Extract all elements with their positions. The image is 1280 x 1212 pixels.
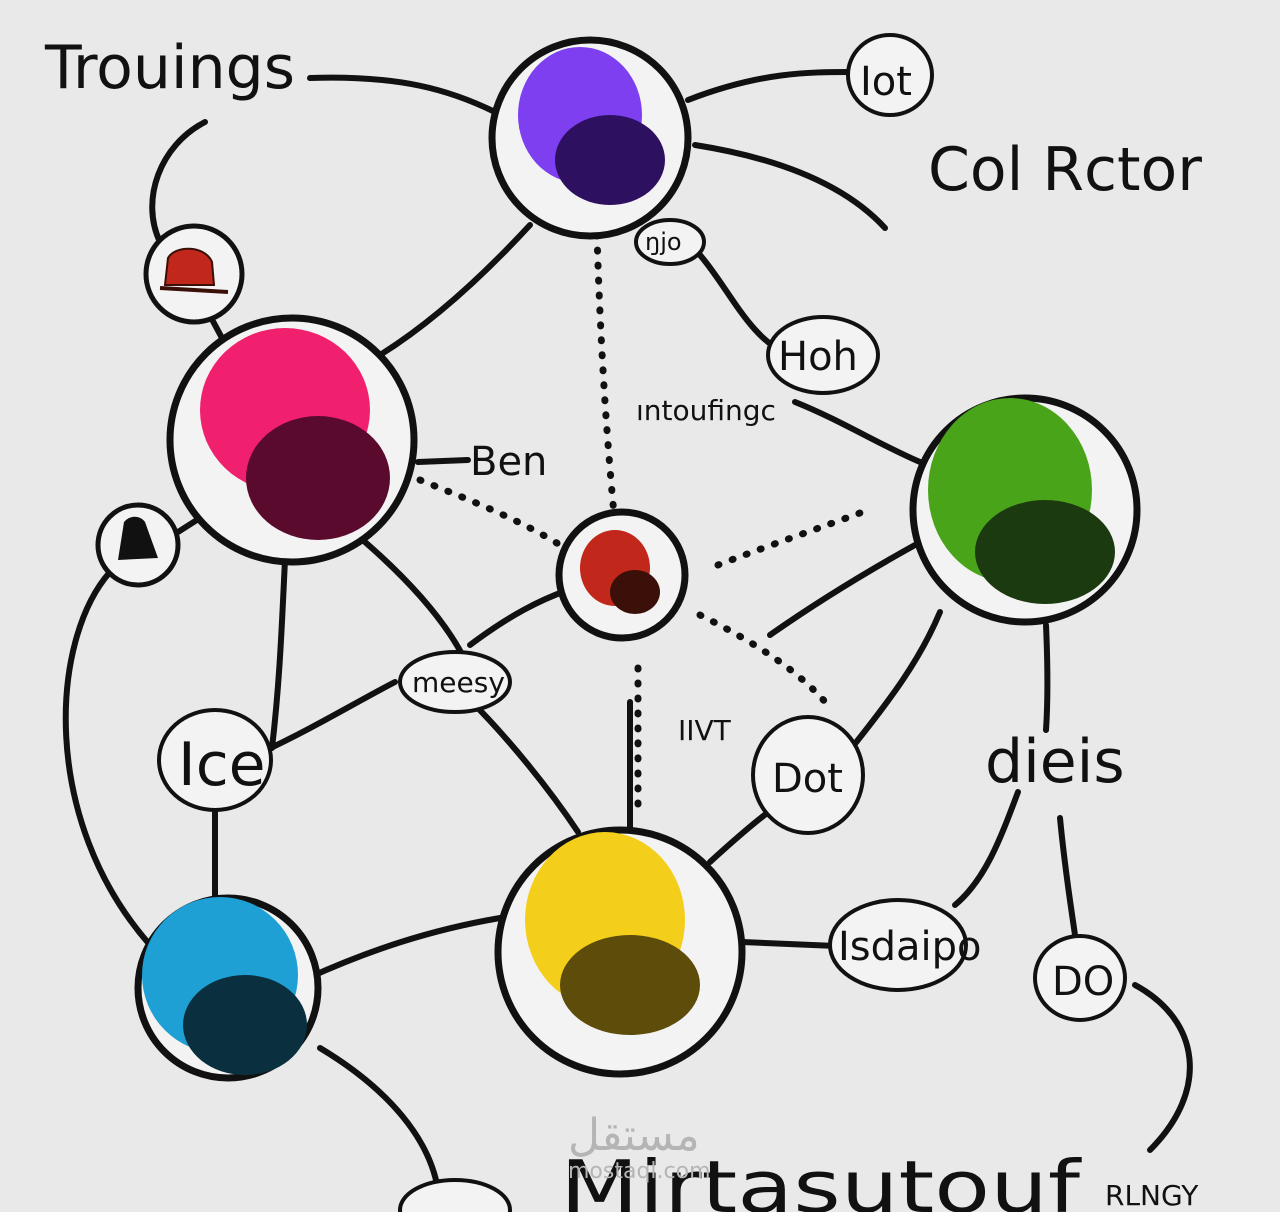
dotted-red-green [714,506,872,569]
edge-green-dieis [1043,622,1051,733]
edge-dieis-do [1057,815,1078,938]
edge-blue-yellow [305,915,503,981]
bubble-isdaipo [828,898,968,992]
label-ice: Ice [178,730,266,800]
label-bubbles [157,33,1127,1212]
edge-purple-right [692,142,888,231]
node-blue[interactable] [134,894,322,1082]
edge-purple-iot [685,69,853,103]
dotted-pink-red [416,476,564,549]
bubble-do-bottom [398,1178,512,1212]
label-intoufingc: ıntoufingc [636,394,776,427]
label-hoh: Hoh [778,334,858,380]
yellow-blob-shadow [560,935,700,1035]
node-red-center[interactable] [555,508,689,642]
edge-pink-ben [415,457,471,465]
red-hat-icon [159,247,229,294]
edge-hoh-green [792,399,923,465]
connector-lines [62,69,1193,1193]
edge-pink-ice [269,557,288,751]
edge-trouings-hat [149,119,208,245]
red-blob-shadow [610,570,660,614]
edge-dot-green [847,609,943,753]
label-ilvt: IIVT [678,714,732,747]
edge-purple-pink [377,222,533,358]
dotted-connectors [416,231,872,814]
edge-pink-meesy [362,539,468,663]
node-pink[interactable] [166,314,418,566]
label-dot: Dot [772,756,843,802]
bubble-do-right [1033,934,1127,1022]
dotted-red-dot [696,611,836,714]
label-meesy: meesy [412,666,505,699]
label-col-rctor: Col Rctor [928,135,1202,205]
pink-blob-shadow [246,416,390,540]
edge-blackhat-blue [62,569,153,948]
watermark-latin: mostaql.com [568,1159,711,1184]
label-trouings: Trouings [44,33,295,103]
edge-yellow-isdaipo [739,939,839,949]
bubble-iot [846,33,934,117]
watermark-arabic: مستقل [568,1110,700,1161]
bubble-ice [157,708,273,812]
label-ngjo: ŋjo [645,228,682,256]
bubble-dot [751,715,865,835]
red-hat-node[interactable] [143,223,245,325]
black-hat-icon [118,516,158,560]
edge-do-bottom [1132,982,1193,1153]
edge-dieis-isdaipo [952,789,1021,908]
bubble-hoh [766,315,880,395]
label-do-right: DO [1052,959,1114,1005]
node-yellow[interactable] [494,826,746,1078]
bubble-meesy [398,650,512,714]
green-blob-shadow [975,500,1115,604]
edge-blue-do [317,1045,441,1193]
edge-ice-meesy [259,679,398,755]
edge-meesy-red [467,587,571,648]
node-green[interactable] [909,394,1141,626]
black-hat-node[interactable] [95,502,181,588]
edge-meesy-yellow [467,697,581,835]
node-purple[interactable] [488,36,692,240]
purple-blob-shadow [555,115,665,205]
bubble-ngjo [634,218,706,266]
label-isdaipo: Isdaipo [838,924,982,970]
label-dieis: dieis [985,727,1125,797]
blue-blob-shadow [183,975,307,1075]
edge-trouings-purple [307,74,498,115]
label-ben: Ben [470,439,547,485]
label-iot: Iot [860,59,912,105]
dotted-purple-red [593,231,619,529]
label-rlngy: RLNGY [1105,1179,1199,1212]
edge-red-green [767,542,918,638]
label-mirtasutouf: Mirtasutouf [560,1145,1082,1212]
